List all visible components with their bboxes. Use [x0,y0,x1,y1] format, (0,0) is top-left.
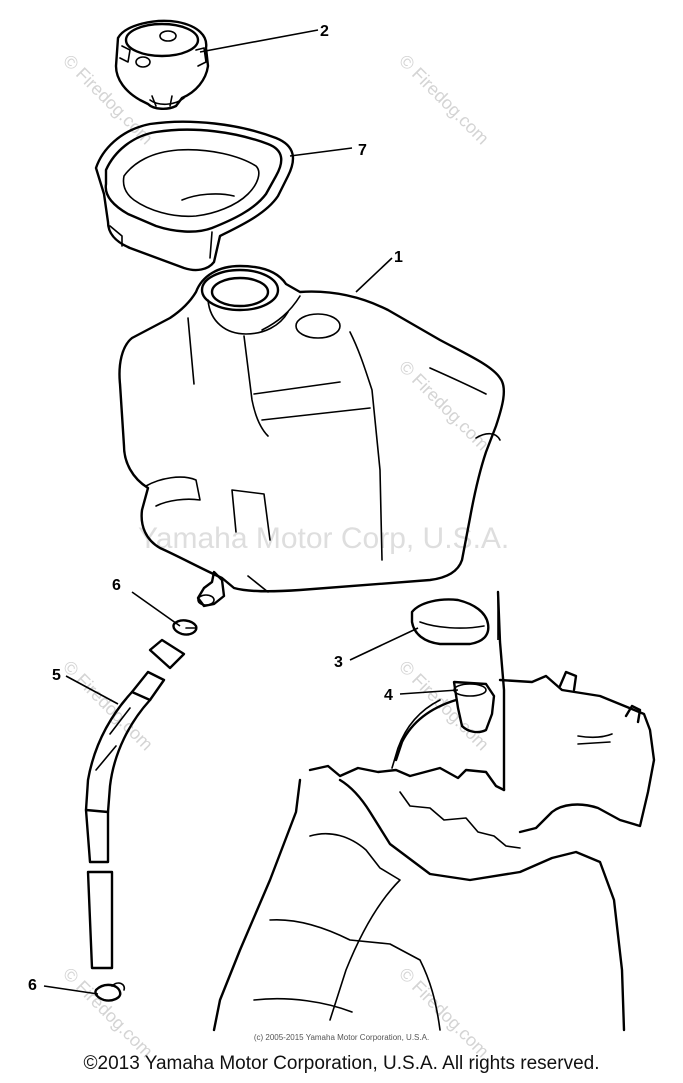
callout-7: 7 [358,142,367,159]
callouts: 2 7 1 6 5 3 4 6 [28,23,403,994]
leader-1 [355,257,393,293]
fuel-tank [118,264,506,608]
fuel-hose [84,638,186,970]
cushion-pad [410,598,490,646]
callout-2: 2 [320,23,329,40]
hose-clip-upper [172,619,198,636]
leader-6b [43,985,99,995]
leader-lines [43,29,499,995]
watermark-firedog-4: © Firedog.com [59,657,157,755]
tank-tray [94,120,295,272]
watermark-firedog-2: © Firedog.com [395,51,493,149]
callout-6-lower: 6 [28,977,37,994]
copyright-footer: ©2013 Yamaha Motor Corporation, U.S.A. A… [83,1053,600,1074]
callout-6-upper: 6 [112,577,121,594]
credit-line: (c) 2005-2015 Yamaha Motor Corporation, … [253,1033,430,1042]
leader-7 [289,147,353,157]
watermark-firedog-3: © Firedog.com [395,357,493,455]
watermark-firedog-6: © Firedog.com [59,964,157,1062]
leader-6a [131,591,181,627]
leader-2 [199,29,319,53]
hose-clip-lower [94,982,126,1002]
callout-4: 4 [384,687,393,704]
watermark-yamaha: Yamaha Motor Corp, U.S.A. [138,522,509,555]
vehicle-frame [212,590,656,1032]
callout-3: 3 [334,654,343,671]
fuel-cap [114,19,210,110]
callout-1: 1 [394,249,403,266]
leader-3 [349,627,419,661]
leader-4 [399,689,459,695]
watermark-layer: © Firedog.com © Firedog.com © Firedog.co… [59,51,509,1062]
watermark-firedog-7: © Firedog.com [395,964,493,1062]
callout-5: 5 [52,667,61,684]
watermark-firedog-1: © Firedog.com [59,51,157,149]
leader-5 [65,675,119,705]
